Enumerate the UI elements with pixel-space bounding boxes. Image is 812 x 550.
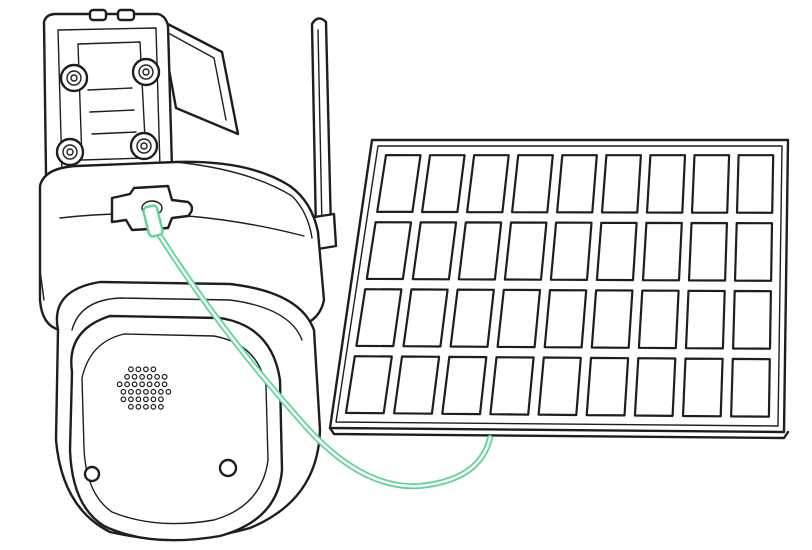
solar-cell xyxy=(600,154,642,214)
speaker-hole xyxy=(135,396,142,403)
speaker-hole xyxy=(116,381,123,388)
speaker-hole xyxy=(150,396,157,403)
speaker-hole xyxy=(157,396,164,403)
solar-cell xyxy=(543,289,588,349)
speaker-hole xyxy=(146,381,153,388)
solar-cell xyxy=(421,154,466,214)
speaker-hole xyxy=(131,381,138,388)
speaker-grille xyxy=(116,366,172,410)
solar-cell xyxy=(511,154,554,214)
speaker-hole xyxy=(161,373,168,380)
solar-cell xyxy=(590,289,634,349)
speaker-hole xyxy=(150,388,157,395)
solar-cell xyxy=(690,154,731,214)
light-sensor xyxy=(218,458,238,478)
solar-cell xyxy=(641,221,683,282)
power-cable xyxy=(142,204,493,490)
solar-cell xyxy=(411,221,458,281)
solar-cell xyxy=(549,221,593,281)
wall-mount-bracket xyxy=(42,8,240,188)
solar-cell xyxy=(393,355,441,415)
solar-panel xyxy=(328,138,790,440)
screw-boss-top-left xyxy=(59,63,89,93)
speaker-hole xyxy=(120,388,127,395)
solar-cell xyxy=(441,355,488,416)
screw-boss-bottom-left xyxy=(55,137,85,167)
solar-cell xyxy=(556,154,598,214)
speaker-hole xyxy=(139,373,146,380)
solar-cell xyxy=(355,288,403,348)
speaker-hole xyxy=(150,403,157,410)
solar-cell xyxy=(735,154,775,214)
speaker-hole xyxy=(161,381,168,388)
solar-cell xyxy=(344,355,393,415)
solar-cell xyxy=(496,288,542,349)
speaker-hole xyxy=(142,388,149,395)
speaker-hole xyxy=(135,403,142,410)
speaker-hole xyxy=(142,403,149,410)
speaker-hole xyxy=(157,388,164,395)
speaker-hole xyxy=(127,366,134,373)
speaker-hole xyxy=(154,381,161,388)
speaker-hole xyxy=(142,366,149,373)
speaker-hole xyxy=(127,403,134,410)
speaker-hole xyxy=(139,381,146,388)
solar-cell xyxy=(537,356,582,417)
speaker-hole xyxy=(131,373,138,380)
solar-cell xyxy=(585,356,630,417)
solar-cell-grid xyxy=(344,154,775,418)
speaker-hole xyxy=(127,396,134,403)
speaker-hole xyxy=(165,388,172,395)
solar-cell xyxy=(595,221,638,282)
solar-cell xyxy=(730,357,771,418)
solar-cell xyxy=(466,154,510,214)
solar-cell xyxy=(681,357,724,418)
speaker-hole xyxy=(120,396,127,403)
speaker-hole xyxy=(146,373,153,380)
solar-cell xyxy=(365,221,413,281)
solar-cell xyxy=(402,288,449,348)
speaker-hole xyxy=(135,366,142,373)
solar-cell xyxy=(637,289,680,350)
solar-cell xyxy=(449,288,495,348)
solar-cell xyxy=(489,356,535,416)
speaker-hole xyxy=(135,388,142,395)
speaker-hole xyxy=(150,366,157,373)
indicator-light xyxy=(83,465,101,483)
speaker-hole xyxy=(142,396,149,403)
solar-cell xyxy=(633,357,677,417)
solar-cell xyxy=(733,222,774,282)
solar-cell xyxy=(376,154,422,213)
solar-cell xyxy=(457,221,503,281)
camera-head xyxy=(68,314,284,542)
solar-cell xyxy=(645,154,687,214)
speaker-hole xyxy=(157,403,164,410)
solar-cell xyxy=(684,289,726,350)
screw-boss-top-right xyxy=(131,57,161,87)
solar-cell xyxy=(687,221,728,282)
speaker-hole xyxy=(124,373,130,380)
solar-cell xyxy=(732,289,772,350)
speaker-hole xyxy=(127,388,134,395)
speaker-hole xyxy=(154,373,161,380)
speaker-hole xyxy=(124,381,130,388)
screw-boss-bottom-right xyxy=(129,131,159,161)
solar-cell xyxy=(503,221,548,281)
